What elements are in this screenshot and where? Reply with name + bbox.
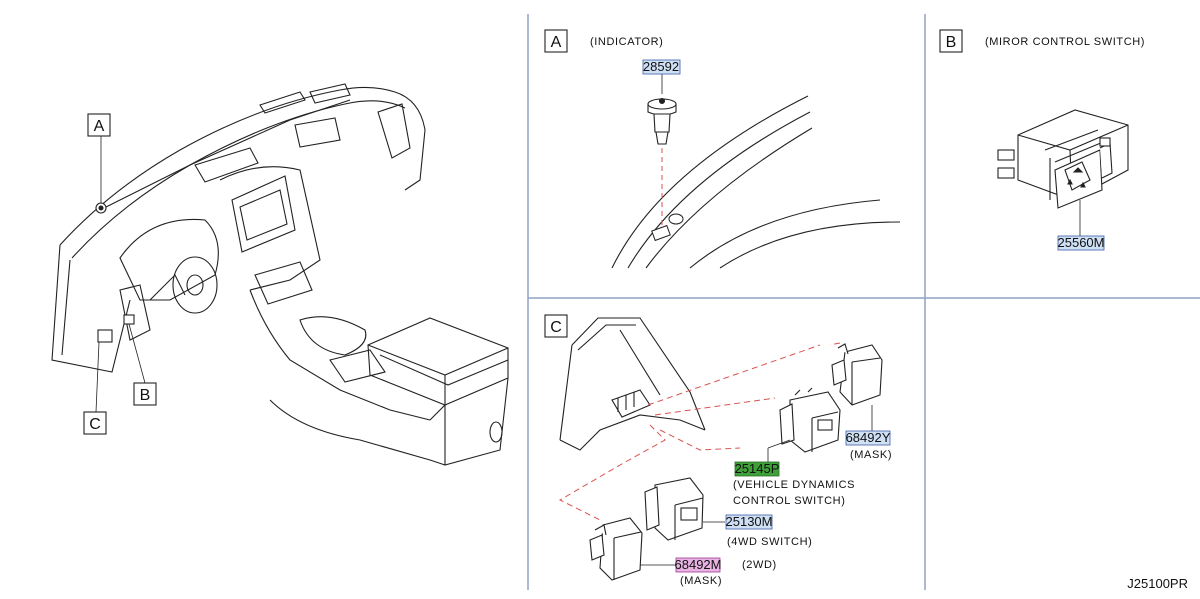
- panel-a-letter-box: [544, 29, 568, 53]
- panel-b-title: (MIROR CONTROL SWITCH): [985, 36, 1145, 48]
- callout-c[interactable]: C: [83, 411, 107, 435]
- leader-lines: [558, 342, 841, 521]
- panel-b: B (MIROR CONTROL SWITCH) 25560M: [939, 29, 1145, 251]
- part-desc-25145P-line1: (VEHICLE DYNAMICS: [733, 479, 855, 491]
- panel-a: A (INDICATOR) 28592: [544, 29, 901, 269]
- part-code-28592[interactable]: 28592: [643, 59, 679, 74]
- panel-c: C 68492Y (MASK): [544, 314, 892, 587]
- mask-part-68492M: [589, 517, 643, 581]
- 4wd-switch-part: [644, 477, 704, 541]
- panel-dividers: [527, 14, 1200, 590]
- part-desc-25130M: (4WD SWITCH): [727, 536, 812, 548]
- part-code-25145P[interactable]: 25145P: [735, 461, 780, 476]
- panel-c-letter: C: [550, 319, 562, 336]
- diagram-code: J25100PR: [1127, 576, 1188, 591]
- mask-part-68492Y: [831, 343, 883, 406]
- part-code-25130M[interactable]: 25130M: [726, 514, 773, 529]
- panel-b-letter: B: [946, 34, 957, 51]
- part-desc-25145P-line2: CONTROL SWITCH): [733, 495, 845, 507]
- svg-text:B: B: [140, 387, 151, 404]
- svg-text:C: C: [89, 416, 101, 433]
- panel-b-letter-box: [939, 29, 963, 53]
- part-code-28592-bg: [642, 59, 681, 75]
- panel-a-title: (INDICATOR): [590, 36, 663, 48]
- part-desc-68492M: (MASK): [680, 575, 722, 587]
- panel-c-letter-box: [544, 314, 568, 338]
- part-code-25560M[interactable]: 25560M: [1058, 235, 1105, 250]
- svg-text:A: A: [94, 118, 105, 135]
- callout-a[interactable]: A: [87, 113, 111, 137]
- part-code-68492Y[interactable]: 68492Y: [846, 430, 891, 445]
- callout-b[interactable]: B: [133, 382, 157, 406]
- part-desc-68492Y: (MASK): [850, 449, 892, 461]
- vdc-switch-part: [779, 387, 841, 453]
- indicator-part: [647, 97, 677, 145]
- part-code-68492M[interactable]: 68492M: [675, 557, 722, 572]
- part-code-25560M-bg: [1057, 235, 1105, 251]
- panel-a-letter: A: [551, 34, 562, 51]
- part-note-68492M: (2WD): [742, 559, 777, 571]
- dashboard-illustration: [51, 83, 509, 466]
- mirror-switch-part: [997, 109, 1129, 209]
